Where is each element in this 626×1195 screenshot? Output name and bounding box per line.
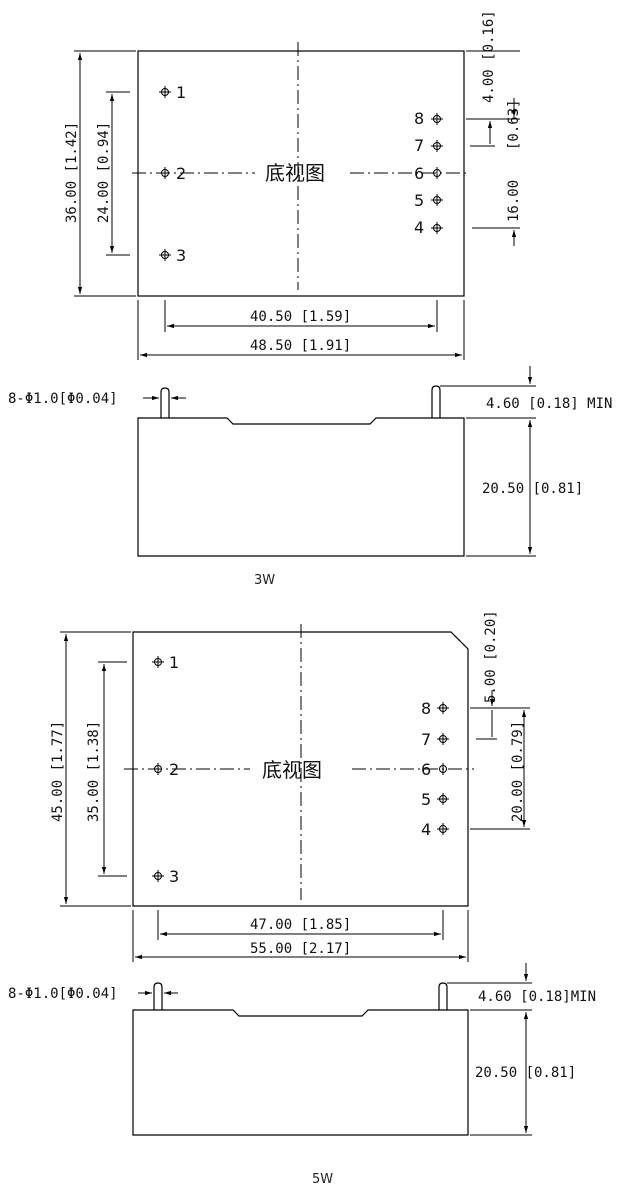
pin-symbol: [433, 167, 441, 179]
pin-symbol: [154, 763, 162, 775]
pin-lead-left: [160, 387, 170, 418]
pin-symbol: [431, 194, 443, 206]
bottom-view-label: 底视图: [265, 161, 325, 185]
pin-label-8: 8: [414, 109, 424, 128]
pin-symbol: [437, 702, 449, 714]
pin-label-4: 4: [421, 820, 431, 839]
pin-diameter: 8-Φ1.0[Φ0.04]: [8, 391, 118, 407]
dim-pin-span: 35.00 [1.38]: [86, 721, 102, 822]
dim-pin-span: 24.00 [0.94]: [96, 122, 112, 223]
pin-symbol: [161, 167, 169, 179]
pin-diameter: 8-Φ1.0[Φ0.04]: [8, 986, 118, 1002]
pin-symbol: [437, 823, 449, 835]
pin-length: 4.60 [0.18]MIN: [478, 989, 596, 1005]
pin-label-2: 2: [176, 164, 186, 183]
pin-label-6: 6: [421, 760, 431, 779]
pin-lead-right: [431, 385, 441, 418]
pin-label-8: 8: [421, 699, 431, 718]
pin-label-1: 1: [169, 653, 179, 672]
body-height: 20.50 [0.81]: [475, 1065, 576, 1081]
caption-3w: 3W: [254, 573, 275, 588]
pin-label-1: 1: [176, 83, 186, 102]
pin-lead-left: [153, 982, 163, 1010]
dim-pin-row: 47.00 [1.85]: [250, 917, 351, 933]
pin-symbol: [439, 763, 447, 775]
pin-symbol: [431, 222, 443, 234]
dim-top-offset: 4.00 [0.16]: [481, 10, 497, 103]
pin-length: 4.60 [0.18] MIN: [486, 396, 612, 412]
pin-symbol: [437, 793, 449, 805]
module-outline-5w: [132, 631, 469, 907]
dim-pin-row: 40.50 [1.59]: [250, 309, 351, 325]
body-height: 20.50 [0.81]: [482, 481, 583, 497]
pin-symbol: [437, 733, 449, 745]
module-side-outline: [132, 1009, 469, 1136]
dim-pin-pitch: [0.63]: [506, 99, 522, 150]
pin-label-7: 7: [414, 136, 424, 155]
dim-width: 48.50 [1.91]: [250, 338, 351, 354]
dim-pin-range: 16.00: [506, 180, 522, 222]
pin-symbol: [431, 140, 443, 152]
dim-top-offset: 5.00 [0.20]: [483, 610, 499, 703]
pin-symbol: [152, 656, 164, 668]
bottom-view-3w: 底视图 1 2 3 8 7 6 5 4 36.00 [1.42] 24.00 […: [64, 10, 522, 360]
dim-pin-range: 20.00 [0.79]: [510, 721, 526, 822]
pin-symbol: [159, 249, 171, 261]
module-side-outline: [137, 417, 465, 557]
caption-5w: 5W: [312, 1172, 333, 1187]
pin-symbol: [152, 870, 164, 882]
pin-label-2: 2: [169, 760, 179, 779]
dim-height: 45.00 [1.77]: [50, 721, 66, 822]
pin-label-5: 5: [421, 790, 431, 809]
pin-label-3: 3: [169, 867, 179, 886]
dim-height: 36.00 [1.42]: [64, 122, 80, 223]
pin-label-6: 6: [414, 164, 424, 183]
pin-symbol: [431, 113, 443, 125]
pin-label-3: 3: [176, 246, 186, 265]
pin-label-5: 5: [414, 191, 424, 210]
side-view-5w: 8-Φ1.0[Φ0.04] 4.60 [0.18]MIN 20.50 [0.81…: [8, 963, 596, 1187]
side-view-3w: 8-Φ1.0[Φ0.04] 4.60 [0.18] MIN 20.50 [0.8…: [8, 366, 612, 588]
pin-symbol: [159, 86, 171, 98]
pin-lead-right: [438, 982, 448, 1010]
pin-label-4: 4: [414, 218, 424, 237]
pin-label-7: 7: [421, 730, 431, 749]
bottom-view-label: 底视图: [262, 758, 322, 782]
dim-width: 55.00 [2.17]: [250, 941, 351, 957]
bottom-view-5w: 底视图 1 2 3 8 7 6 5 4 45.00 [1.77] 35.00 […: [50, 610, 530, 962]
